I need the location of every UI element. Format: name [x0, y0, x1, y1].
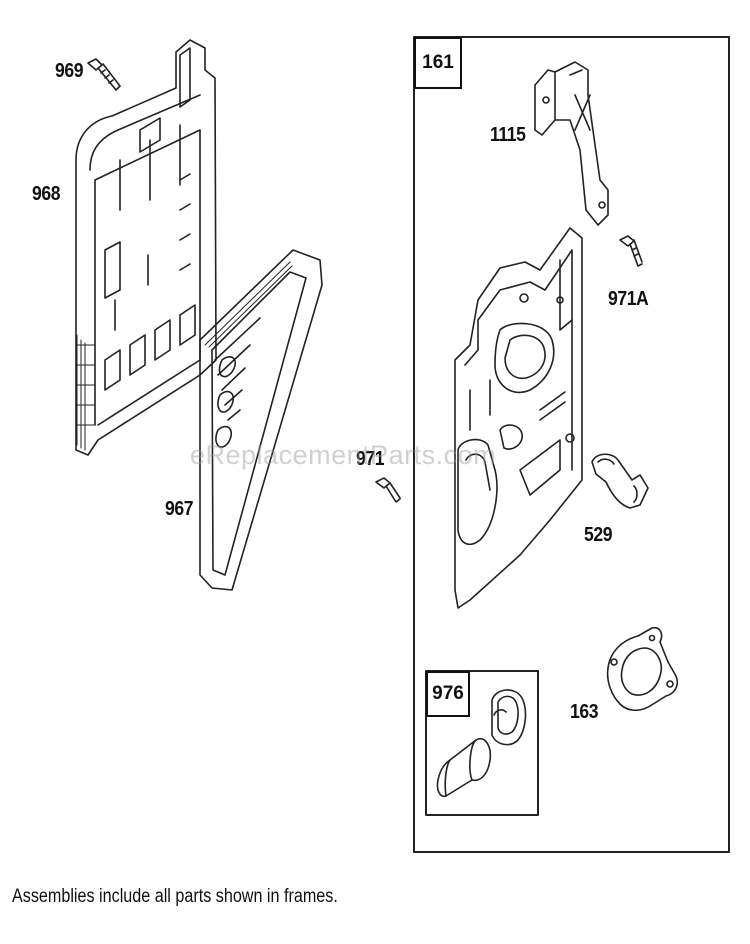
filter-967-drawing: [199, 249, 323, 591]
gasket-163-drawing: [606, 626, 679, 712]
assembly-frame-161: [413, 36, 730, 853]
part-number-976: 976: [432, 683, 464, 704]
bracket-1115-drawing: [534, 61, 609, 226]
part-number-1115: 1115: [490, 124, 526, 146]
elbow-529-drawing: [591, 453, 649, 509]
part-number-967: 967: [165, 498, 194, 520]
nozzle-976-drawing: [436, 689, 527, 798]
parts-diagram: [75, 36, 730, 853]
air-cleaner-base-968-drawing: [75, 39, 217, 456]
screw-971a-drawing: [619, 235, 643, 267]
part-number-163: 163: [570, 701, 599, 723]
part-number-161: 161: [422, 52, 454, 73]
part-number-968: 968: [32, 183, 61, 205]
part-number-971a: 971A: [608, 288, 649, 310]
footnote: Assemblies include all parts shown in fr…: [12, 886, 338, 907]
part-number-529: 529: [584, 524, 613, 546]
screw-969-drawing: [87, 58, 121, 91]
part-number-969: 969: [55, 60, 84, 82]
assembly-frame-976: [425, 670, 539, 816]
watermark: eReplacementParts.com: [190, 440, 497, 470]
screw-971-drawing: [375, 477, 401, 503]
frame-tag-976: 976: [426, 671, 470, 717]
part-number-971: 971: [356, 448, 385, 470]
frame-tag-161: 161: [414, 37, 462, 89]
carburetor-body-drawing: [454, 227, 583, 609]
